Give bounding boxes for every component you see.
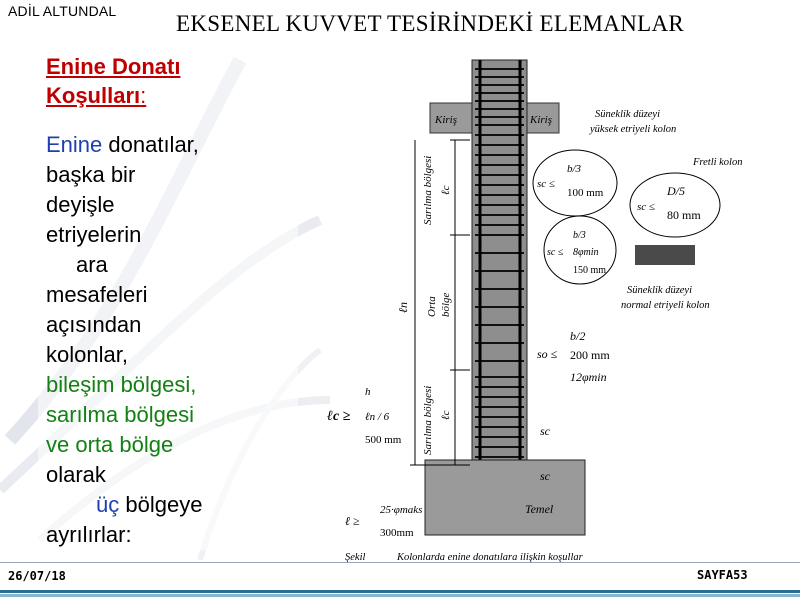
- slide-title: EKSENEL KUVVET TESİRİNDEKİ ELEMANLAR: [176, 11, 685, 36]
- lc-500: 500 mm: [365, 434, 402, 446]
- text-line: deyişle: [46, 192, 115, 217]
- label-ln: ℓn: [396, 302, 410, 313]
- text-line-green: sarılma bölgesi: [46, 402, 194, 427]
- caption-text: Kolonlarda enine donatılara ilişkin koşu…: [396, 552, 584, 563]
- text-line: açısından: [46, 312, 142, 337]
- c1-b3: b/3: [567, 163, 582, 175]
- text-line: ara: [76, 252, 108, 277]
- anch-25: 25·φmaks: [380, 504, 422, 516]
- label-kiris-right: Kiriş: [529, 114, 552, 126]
- label-sarilma-bottom: Sarılma bölgesi: [422, 386, 434, 455]
- foundation-temel: [424, 459, 586, 536]
- label-sarilma-top: Sarılma bölgesi: [422, 156, 434, 225]
- dark-section-band: [635, 245, 695, 265]
- c2-8phi: 8φmin: [573, 247, 599, 258]
- footer-bar-light: [0, 594, 800, 597]
- section-heading: Enine Donatı Koşulları:: [46, 52, 180, 110]
- text-line: ayrılırlar:: [46, 522, 132, 547]
- text-line: etriyelerin: [46, 222, 142, 247]
- c1-100: 100 mm: [567, 187, 604, 199]
- beam-left: [429, 102, 473, 134]
- word-enine: Enine: [46, 132, 103, 157]
- text-line: mesafeleri: [46, 282, 148, 307]
- label-lc-top: ℓc: [440, 185, 452, 195]
- label-suneklik-yuksek-2: yüksek etriyeli kolon: [589, 124, 676, 135]
- c2-150: 150 mm: [573, 265, 606, 276]
- text-line: donatılar,: [102, 132, 199, 157]
- beam-right: [526, 102, 560, 134]
- body-paragraph: Enine donatılar, başka bir deyişle etriy…: [46, 130, 296, 550]
- c1-sc: sc ≤: [537, 178, 555, 190]
- label-lc-bottom: ℓc: [440, 410, 452, 420]
- heading-line-1: Enine Donatı: [46, 54, 181, 79]
- so-200: 200 mm: [570, 348, 610, 362]
- label-kiris-left: Kiriş: [434, 114, 457, 126]
- label-suneklik-normal-1: Süneklik düzeyi: [627, 285, 692, 296]
- text-line-green: bileşim bölgesi,: [46, 372, 197, 397]
- label-temel: Temel: [525, 502, 554, 516]
- footer-bar-dark: [0, 590, 800, 593]
- so-label: so ≤: [537, 347, 558, 361]
- label-sc-low: sc: [540, 469, 551, 483]
- callout-circle-2: [543, 215, 617, 285]
- footer-date: 26/07/18: [8, 569, 66, 583]
- text-line: olarak: [46, 462, 106, 487]
- footer-divider: [0, 562, 800, 563]
- fr-80: 80 mm: [667, 208, 701, 222]
- so-b2: b/2: [570, 329, 585, 343]
- c2-sc: sc ≤: [547, 247, 564, 258]
- so-12phi: 12φmin: [570, 370, 607, 384]
- heading-colon: :: [140, 83, 147, 108]
- anch-300: 300mm: [380, 527, 414, 539]
- label-suneklik-yuksek-1: Süneklik düzeyi: [595, 109, 660, 120]
- fr-sc: sc ≤: [637, 201, 655, 213]
- text-line: başka bir: [46, 162, 136, 187]
- lc-ln6: ℓn / 6: [365, 411, 390, 423]
- stirrups: [475, 68, 524, 458]
- fr-d5: D/5: [666, 184, 685, 198]
- label-fretli-kolon: Fretli kolon: [692, 157, 742, 168]
- author-name: ADİL ALTUNDAL: [8, 3, 117, 19]
- column-stirrup-diagram: Kiriş Kiriş: [327, 59, 742, 563]
- lc-cond: ℓc ≥: [327, 409, 351, 424]
- label-orta: Orta: [426, 296, 438, 317]
- c2-b3: b/3: [573, 230, 586, 241]
- text-panel: [38, 50, 298, 550]
- text-line: kolonlar,: [46, 342, 128, 367]
- text-line-green: ve orta bölge: [46, 432, 174, 457]
- heading-line-2: Koşulları: [46, 83, 141, 108]
- anch-l: ℓ ≥: [345, 514, 360, 528]
- caption-sekil: Şekil: [345, 552, 365, 563]
- text-line: bölgeye: [119, 492, 203, 517]
- label-suneklik-normal-2: normal etriyeli kolon: [621, 300, 710, 311]
- lc-h: h: [365, 386, 371, 398]
- word-uc: üç: [96, 492, 120, 517]
- callout-fretli: [629, 172, 721, 238]
- label-sc-mid: sc: [540, 424, 551, 438]
- label-bolge: bölge: [440, 292, 452, 317]
- footer-page-number: SAYFA53: [697, 568, 748, 582]
